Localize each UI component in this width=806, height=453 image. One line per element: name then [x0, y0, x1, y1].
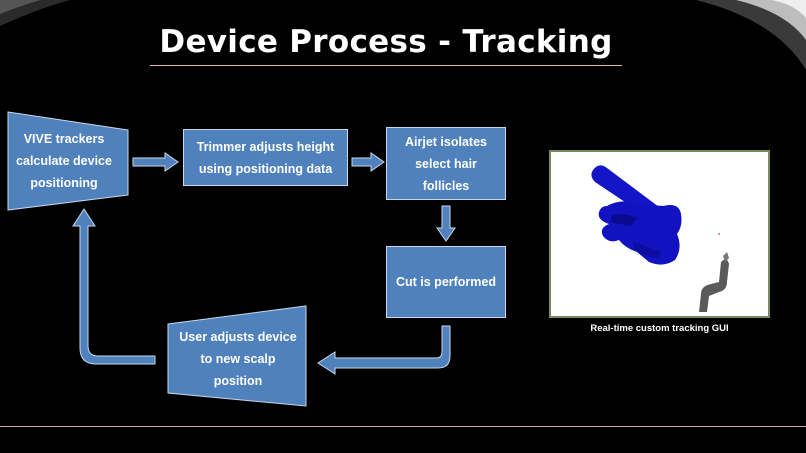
gray-device-shape [699, 259, 729, 312]
step-text-line: Trimmer adjusts height [196, 139, 335, 154]
title-underline [150, 65, 622, 66]
gui-caption: Real-time custom tracking GUI [590, 323, 729, 334]
trimmer-step: Trimmer adjusts height using positioning… [183, 129, 348, 186]
hand-shape [598, 201, 682, 265]
tracking-render-image [591, 165, 729, 312]
step-text-line: select hair [415, 156, 477, 171]
elbow-arrow-icon [317, 325, 451, 375]
elbow-arrow-icon [72, 208, 156, 365]
step-text-line: Airjet isolates [405, 134, 487, 149]
airjet-step: Airjet isolates select hair follicles [386, 127, 506, 200]
slide-title: Device Process - Tracking [159, 24, 613, 60]
step-text-line: User adjusts device [179, 330, 297, 344]
vive-trackers-shape [7, 111, 129, 211]
step-text-line: using positioning data [198, 161, 333, 176]
right-arrow-icon [132, 152, 179, 172]
step-text-line: positioning [30, 176, 98, 190]
step-text-line: VIVE trackers [23, 132, 105, 146]
step-text-line: follicles [422, 178, 470, 193]
right-arrow-icon [351, 152, 385, 172]
down-arrow-icon [436, 205, 456, 242]
step-text-line: position [213, 374, 263, 388]
cut-step: Cut is performed [386, 246, 506, 318]
tracking-gui-render [549, 150, 770, 318]
step-text-line: calculate device [16, 154, 112, 168]
step-text-line: to new scalp [200, 352, 276, 366]
bottom-rule [0, 426, 806, 427]
user-adjusts-step: User adjusts device to new scalp positio… [168, 326, 308, 392]
user-adjusts-shape [167, 305, 307, 407]
step-text-line: Cut is performed [395, 275, 496, 289]
vive-trackers-step: VIVE trackers calculate device positioni… [6, 128, 122, 194]
